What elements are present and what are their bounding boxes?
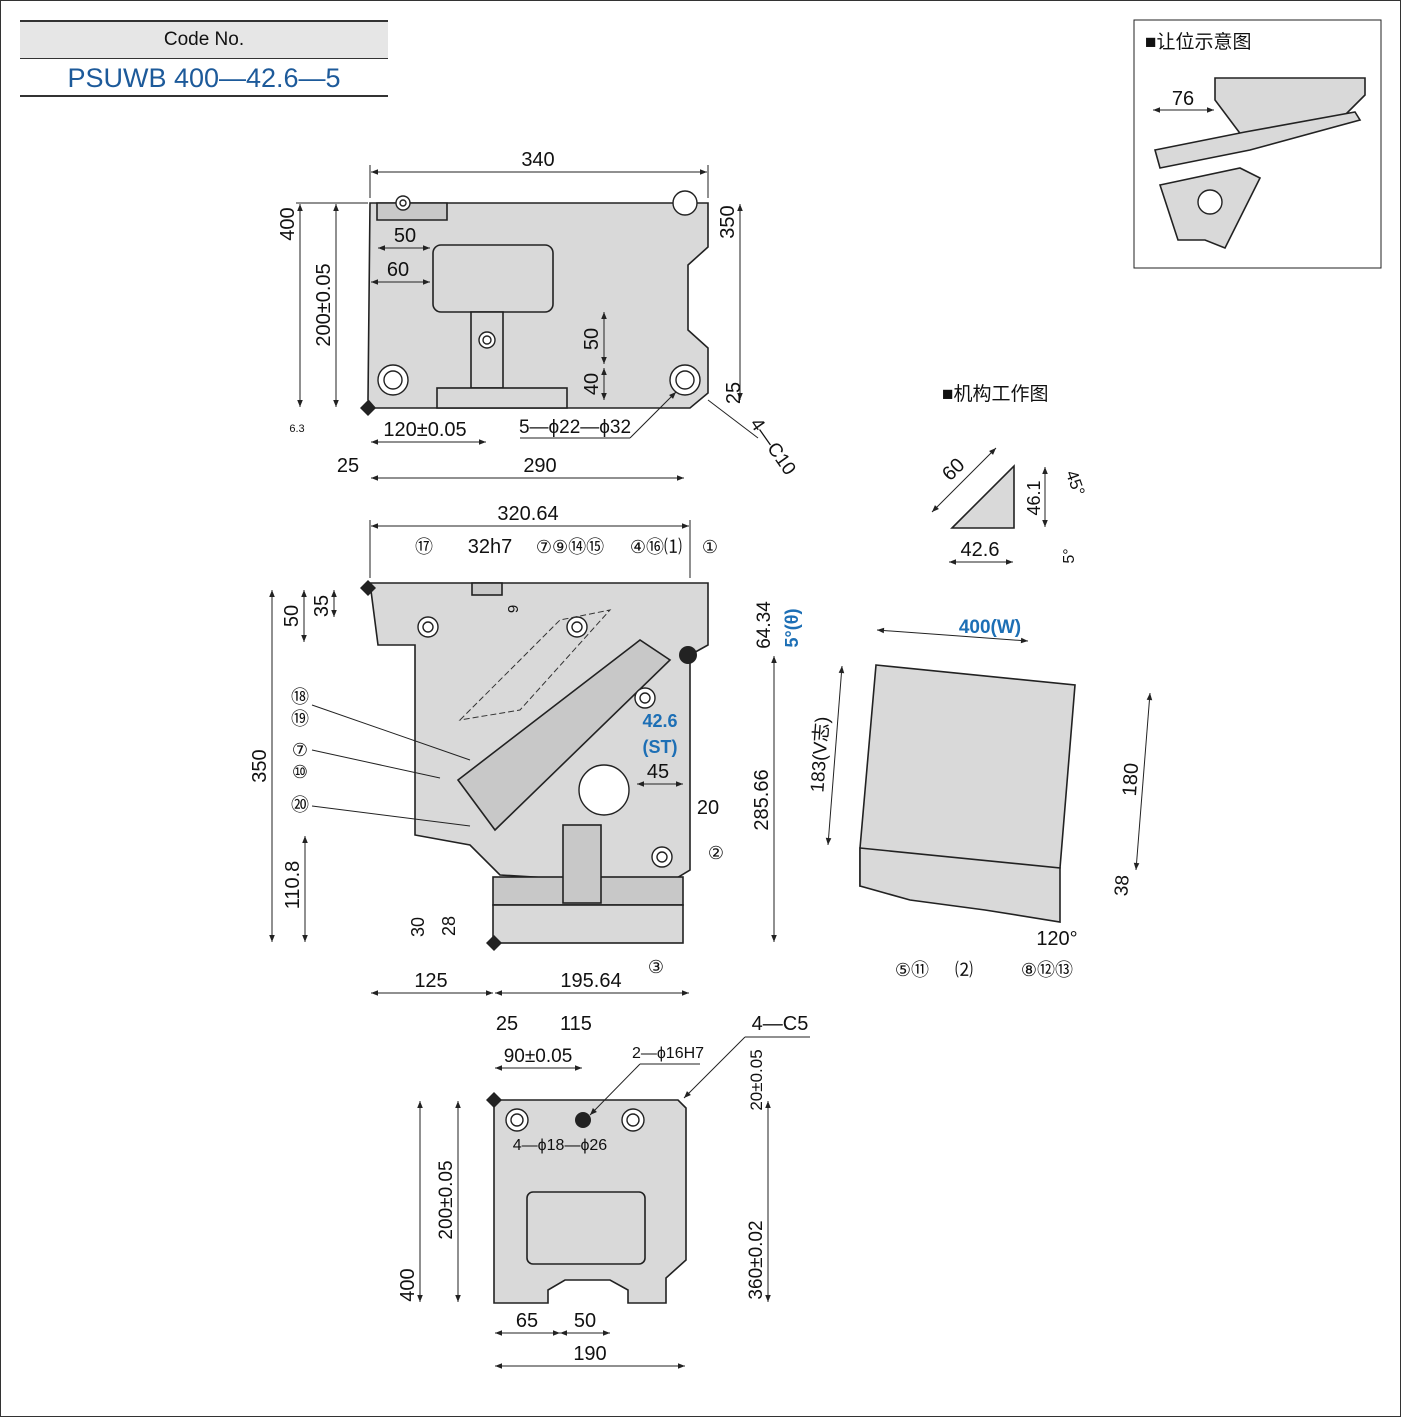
dim-115: 115 — [560, 1013, 592, 1035]
callout-7: ⑦ — [292, 740, 308, 760]
callout-1: ① — [702, 537, 718, 557]
dim-190: 190 — [573, 1343, 606, 1365]
pin-note: 2—ϕ16H7 — [632, 1045, 704, 1062]
mech-45deg: 45° — [1062, 468, 1089, 499]
dim-200: 200±0.05 — [313, 263, 335, 346]
dim-90: 90±0.05 — [504, 1046, 573, 1067]
angle-theta: 5°(θ) — [782, 609, 802, 648]
dim-50-bottom: 50 — [574, 1310, 596, 1332]
dim-285-66: 285.66 — [751, 769, 773, 830]
mechanism-diagram: ■机构工作图 60 46.1 45° 42.6 5° — [931, 383, 1089, 565]
dim-125: 125 — [414, 970, 447, 992]
callouts-5-11: ⑤⑪ — [895, 960, 929, 980]
roughness-mark: 6.3 — [289, 423, 304, 435]
dim-38: 38 — [1111, 874, 1133, 897]
callout-19: ⑲ — [291, 709, 309, 729]
clearance-title: ■让位示意图 — [1145, 31, 1251, 53]
dim-30: 30 — [408, 917, 428, 937]
dim-45: 45 — [647, 761, 669, 783]
stroke-value: 42.6 — [642, 711, 677, 731]
dim-9: 9 — [505, 605, 522, 613]
dim-110-8: 110.8 — [282, 861, 304, 910]
dim-20: 20 — [697, 797, 719, 819]
dim-50: 50 — [281, 605, 303, 627]
code-number-box: Code No. PSUWB 400—42.6—5 — [20, 20, 388, 97]
callout-22: ⑵ — [955, 960, 973, 980]
dim-40: 40 — [581, 373, 603, 395]
dim-35: 35 — [311, 595, 333, 617]
dim-20-bottom: 20±0.05 — [747, 1049, 766, 1110]
dim-290: 290 — [523, 455, 556, 477]
dim-120: 120±0.05 — [383, 419, 466, 441]
callout-10: ⑩ — [292, 762, 308, 782]
callout-2: ② — [708, 843, 724, 863]
chamfer-c5: 4—C5 — [752, 1013, 809, 1035]
dim-180: 180 — [1119, 762, 1143, 797]
callouts-4-16-21: ④⑯⑴ — [630, 537, 682, 557]
callout-17: ⑰ — [415, 537, 433, 557]
dim-360: 360±0.02 — [746, 1220, 767, 1299]
dim-25: 25 — [337, 455, 359, 477]
fit-32h7: 32h7 — [468, 536, 513, 558]
mech-60: 60 — [938, 454, 969, 485]
code-label: Code No. — [20, 20, 388, 59]
clearance-76: 76 — [1172, 88, 1194, 110]
bottom-view: 25 115 4—C5 90±0.05 2—ϕ16H7 4—ϕ18—ϕ26 20… — [397, 1013, 810, 1369]
stroke-label: (ST) — [643, 737, 678, 757]
dim-350-front: 350 — [249, 749, 271, 782]
dim-200-bottom: 200±0.05 — [436, 1160, 457, 1239]
callouts-6-9-14-15: ⑦⑨⑭⑮ — [536, 537, 604, 557]
callout-20: ⑳ — [291, 795, 309, 815]
mech-5deg: 5° — [1061, 548, 1078, 563]
hole-note-bottom: 4—ϕ18—ϕ26 — [513, 1137, 608, 1154]
dim-28: 28 — [439, 916, 459, 936]
code-value: PSUWB 400—42.6—5 — [20, 59, 388, 97]
dim-25-right: 25 — [723, 382, 745, 404]
holes-note: 5—ϕ22—ϕ32 — [519, 417, 631, 438]
dim-60: 60 — [387, 259, 409, 281]
angle-120: 120° — [1036, 928, 1077, 950]
dim-183-v: 183(V志) — [806, 716, 833, 793]
side-view: 400(W) 183(V志) 180 38 120° ⑤⑪ ⑵ ⑧⑫⑬ — [806, 617, 1153, 980]
mech-46-1: 46.1 — [1024, 480, 1044, 515]
callouts-8-12-13: ⑧⑫⑬ — [1021, 960, 1073, 980]
dim-50b: 50 — [581, 328, 603, 350]
mechanism-title: ■机构工作图 — [942, 383, 1048, 405]
dim-320-64: 320.64 — [497, 503, 558, 525]
dim-350: 350 — [717, 205, 739, 238]
dim-25-bottom: 25 — [496, 1013, 518, 1035]
dim-50a: 50 — [394, 225, 416, 247]
front-view: 320.64 32h7 9 ⑰ ⑦⑨⑭⑮ ④⑯⑴ ① 35 50 64.34 5… — [249, 503, 802, 996]
callout-3: ③ — [648, 957, 664, 977]
dim-64-34: 64.34 — [754, 601, 775, 649]
dim-65: 65 — [516, 1310, 538, 1332]
width-400-w: 400(W) — [959, 617, 1021, 638]
mech-42-6: 42.6 — [961, 539, 1000, 561]
dim-400: 400 — [277, 207, 299, 240]
callout-18: ⑱ — [291, 687, 309, 707]
clearance-diagram: ■让位示意图 76 — [1133, 19, 1382, 269]
top-view: 340 400 200±0.05 350 50 60 50 40 25 120±… — [277, 149, 800, 481]
dim-340: 340 — [521, 149, 554, 171]
dim-400-bottom: 400 — [397, 1268, 419, 1301]
chamfer-note: 4—C10 — [745, 414, 799, 479]
dim-195-64: 195.64 — [560, 970, 621, 992]
